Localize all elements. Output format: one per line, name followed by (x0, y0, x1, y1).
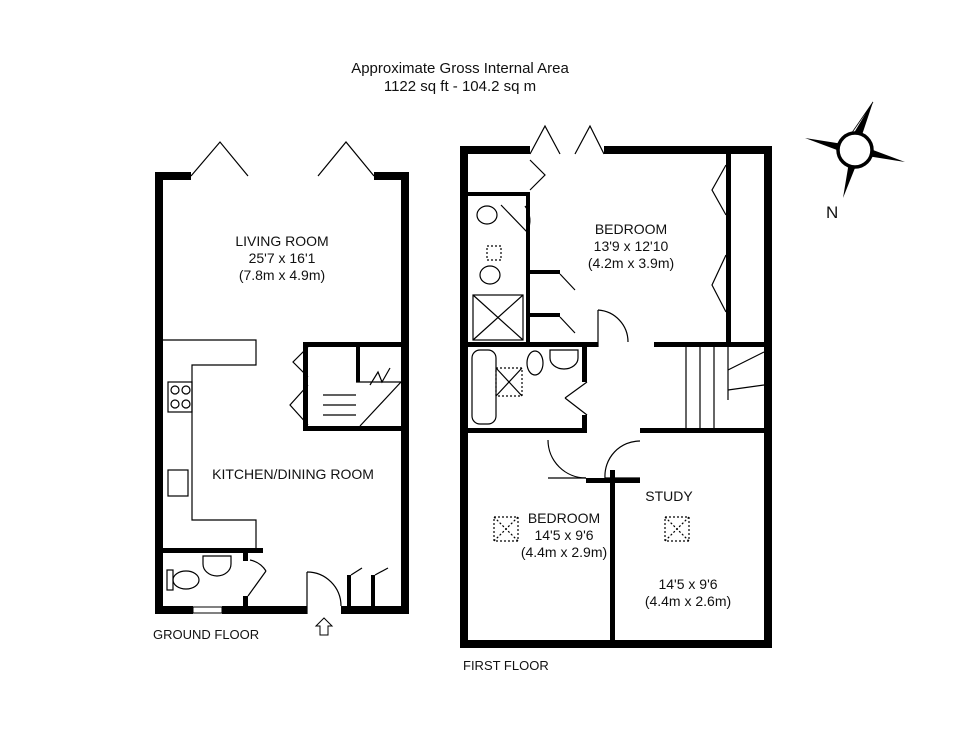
room-label-study: STUDY (645, 488, 693, 504)
room-dims-study: 14'5 x 9'6 (4.4m x 2.6m) (644, 576, 732, 609)
room-label-living-room: LIVING ROOM 25'7 x 16'1 (7.8m x 4.9m) (235, 233, 329, 283)
first-floor-label: FIRST FLOOR (463, 658, 549, 673)
area-title-line1: Approximate Gross Internal Area (351, 60, 569, 77)
compass-rose-icon (805, 101, 905, 198)
room-label-bedroom-2: BEDROOM 14'5 x 9'6 (4.4m x 2.9m) (520, 510, 608, 560)
area-title-line2: 1122 sq ft - 104.2 sq m (383, 78, 537, 95)
area-title: Approximate Gross Internal Area 1122 sq … (300, 60, 620, 96)
ground-floor-walls (155, 172, 409, 614)
ground-floor-fixtures (158, 141, 406, 636)
compass-north-label: N (826, 203, 839, 222)
first-floor-walls (460, 146, 772, 648)
ground-floor-label: GROUND FLOOR (153, 627, 260, 642)
room-label-bedroom-1: BEDROOM 13'9 x 12'10 (4.2m x 3.9m) (587, 221, 675, 271)
first-floor-fixtures (471, 124, 765, 542)
room-label-kitchen-dining: KITCHEN/DINING ROOM (212, 466, 374, 482)
